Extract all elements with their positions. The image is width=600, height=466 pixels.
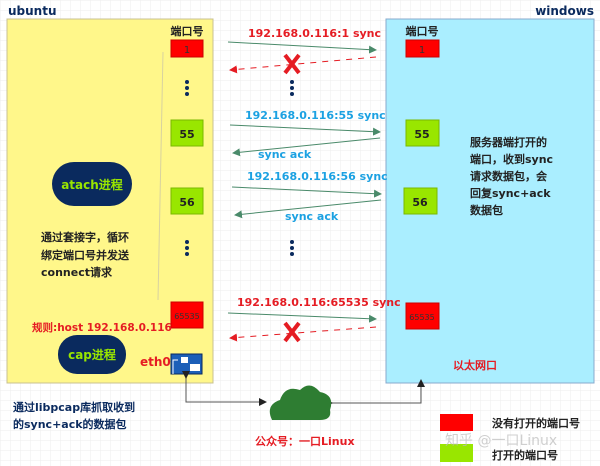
arrow-ack-56: [234, 199, 382, 219]
port-number: 55: [414, 128, 429, 141]
desc-line: 数据包: [470, 203, 503, 217]
eth0-label: eth0: [140, 355, 171, 369]
desc-line: 回复sync+ack: [470, 186, 551, 200]
legend-label-open: 打开的端口号: [492, 448, 558, 462]
port-number: 65535: [409, 313, 434, 322]
desc-line: 服务器端打开的: [470, 135, 547, 149]
right-description: 服务器端打开的 端口，收到sync 请求数据包，会 回复sync+ack 数据包: [470, 135, 553, 217]
right-port-65535: 65535: [405, 302, 440, 330]
arrow-sync-1: [227, 41, 377, 54]
msg-sync-55: 192.168.0.116:55 sync: [245, 109, 386, 122]
port-number: 1: [184, 45, 190, 56]
watermark: 知乎 @一口Linux: [445, 432, 557, 449]
msg-sync-1: 192.168.0.116:1 sync: [248, 27, 381, 40]
left-port-header: 端口号: [171, 24, 204, 38]
left-port-55: 55: [170, 119, 204, 147]
cap-process-label: cap进程: [68, 347, 116, 362]
arrow-no-reply-65535: [229, 326, 377, 342]
connector-line: [157, 51, 164, 301]
desc-line: connect请求: [41, 265, 113, 279]
left-port-65535: 65535: [170, 301, 204, 329]
port-number: 65535: [174, 312, 199, 321]
left-port-1: 1: [170, 39, 204, 58]
arrow-ack-55: [232, 137, 381, 157]
msg-sync-65535: 192.168.0.116:65535 sync: [237, 296, 401, 309]
cap-process: [58, 335, 126, 374]
port-number: 56: [179, 196, 195, 209]
blocked-x-icon: [283, 53, 301, 75]
left-port-56: 56: [170, 187, 204, 215]
desc-line: 请求数据包，会: [470, 169, 548, 183]
network-label: 公众号：一口Linux: [255, 434, 355, 448]
cloud-icon: [269, 385, 332, 420]
right-port-header: 端口号: [406, 24, 439, 38]
atach-process-label: atach进程: [61, 177, 123, 192]
windows-label: windows: [535, 4, 594, 18]
legend-swatch-open: [440, 444, 473, 462]
right-port-56: 56: [403, 187, 438, 215]
arrow-sync-55: [229, 124, 381, 136]
ethernet-port-label: 以太网口: [453, 358, 497, 372]
arrow-no-reply-1: [229, 56, 377, 74]
atach-process: [52, 162, 132, 206]
link-cloud-windows: [325, 379, 425, 407]
note-line: 的sync+ack的数据包: [13, 417, 127, 431]
desc-line: 绑定端口号并发送: [41, 248, 130, 262]
desc-line: 通过套接字，循环: [41, 230, 129, 244]
msg-ack-56: sync ack: [285, 210, 339, 223]
left-description: 通过套接字，循环 绑定端口号并发送 connect请求: [41, 230, 130, 279]
right-port-1: 1: [405, 39, 440, 58]
filter-rule: 规则:host 192.168.0.116: [32, 321, 172, 334]
capture-note: 通过libpcap库抓取收到 的sync+ack的数据包: [13, 400, 135, 431]
arrow-sync-65535: [227, 312, 377, 323]
link-ubuntu-cloud: [182, 371, 267, 406]
blocked-x-icon: [283, 321, 301, 343]
legend-label-closed: 没有打开的端口号: [492, 416, 580, 430]
legend: 没有打开的端口号 打开的端口号: [440, 414, 580, 462]
port-number: 1: [419, 45, 425, 56]
port-number: 56: [412, 196, 428, 209]
right-port-55: 55: [405, 119, 440, 147]
desc-line: 端口，收到sync: [470, 152, 553, 166]
note-line: 通过libpcap库抓取收到: [13, 400, 135, 414]
msg-sync-56: 192.168.0.116:56 sync: [247, 170, 388, 183]
ubuntu-label: ubuntu: [8, 4, 57, 18]
msg-ack-55: sync ack: [258, 148, 312, 161]
arrow-sync-56: [231, 186, 382, 198]
network-card-icon: [170, 353, 203, 375]
legend-swatch-closed: [440, 414, 473, 431]
port-number: 55: [179, 128, 194, 141]
